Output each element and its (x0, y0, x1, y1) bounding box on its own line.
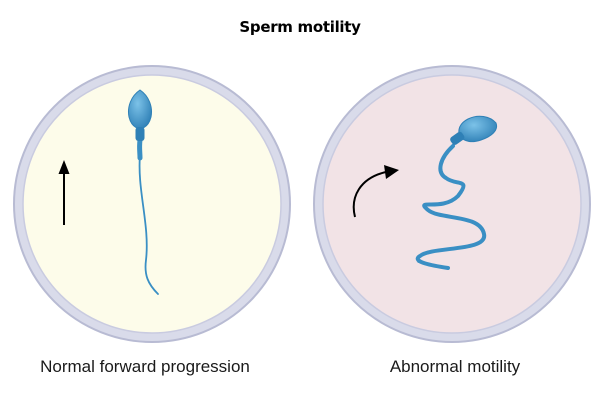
caption-abnormal: Abnormal motility (389, 357, 521, 376)
normal-sperm (128, 89, 159, 295)
right-petri-dish (313, 65, 591, 343)
arrow-up-icon (58, 160, 70, 225)
left-dish-fill (22, 74, 282, 334)
right-dish-fill (322, 74, 582, 334)
figure-title: Sperm motility (239, 18, 361, 36)
caption-normal: Normal forward progression (40, 357, 250, 376)
curved-arrow-icon (352, 165, 399, 218)
abnormal-sperm (415, 115, 498, 270)
left-petri-dish (13, 65, 291, 343)
